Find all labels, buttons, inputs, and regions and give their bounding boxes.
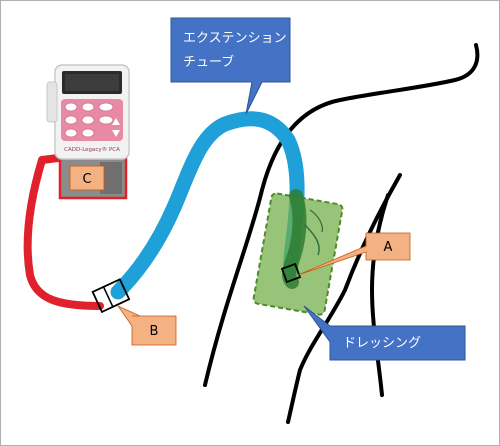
- label-c: C: [69, 165, 105, 191]
- red-tube: [23, 154, 104, 310]
- callout-dressing-text: ドレッシング: [343, 336, 421, 351]
- callout-extension-tube-line1: エクステンション: [183, 31, 287, 46]
- insertion-site: [280, 262, 302, 284]
- callout-dressing: ドレッシング: [303, 305, 466, 361]
- label-b: B: [116, 305, 177, 346]
- label-a: A: [297, 232, 411, 276]
- pump-brand-label: CADD-Legacy® PCA: [64, 146, 120, 153]
- label-c-text: C: [82, 172, 91, 187]
- arm-outline-upper: [203, 43, 480, 387]
- callout-extension-tube: エクステンション チューブ: [170, 17, 291, 115]
- arm-outline-inner: [370, 193, 390, 397]
- arm-outline-lower: [286, 173, 402, 424]
- connector-b: [91, 278, 131, 314]
- label-b-text: B: [150, 324, 159, 339]
- callout-extension-tube-line2: チューブ: [183, 54, 234, 70]
- label-a-text: A: [384, 240, 393, 255]
